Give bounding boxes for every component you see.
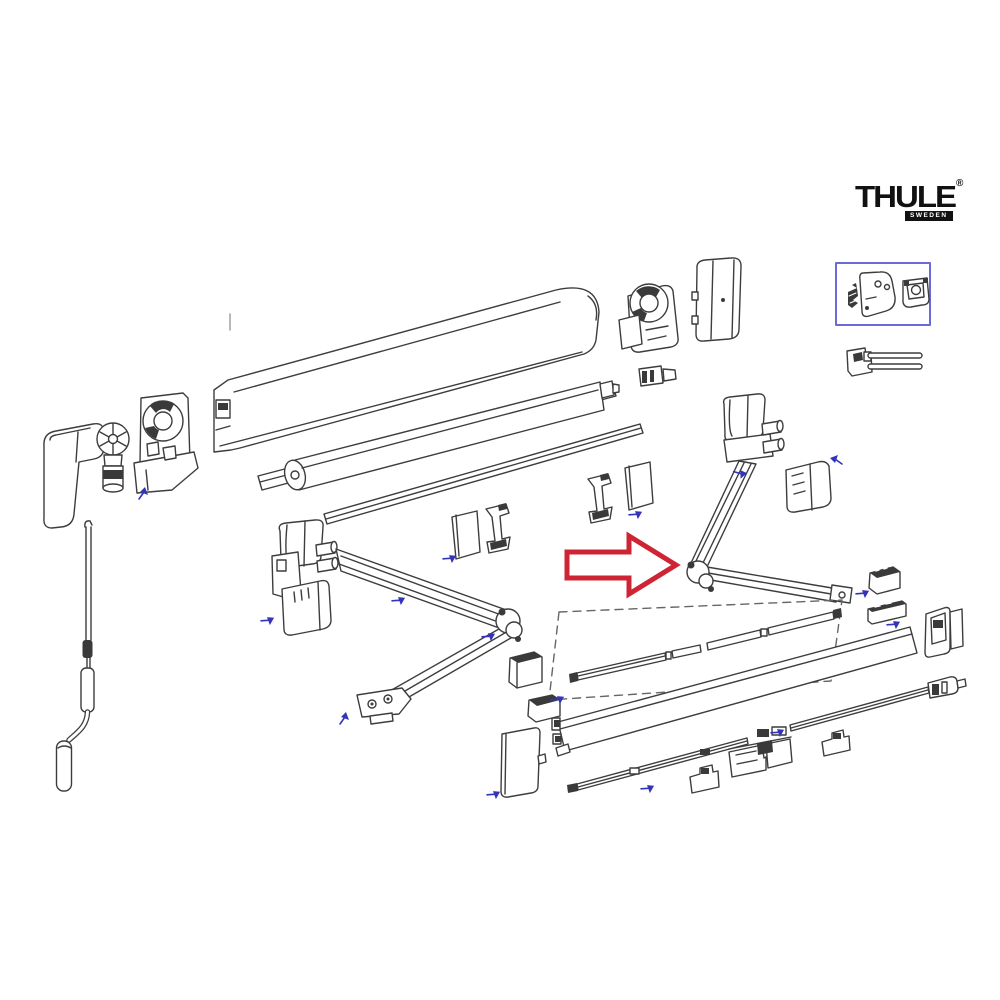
pull-rod — [567, 676, 967, 793]
arm-foot-bracket — [356, 687, 412, 725]
left-gearbox-bracket — [133, 392, 199, 494]
right-wall-bracket — [924, 606, 964, 658]
lead-rail-panel — [551, 626, 918, 757]
right-support-arm — [686, 393, 853, 604]
gear-knob — [96, 422, 130, 493]
fabric-clamp-hook — [587, 472, 613, 524]
right-gearbox — [618, 283, 679, 353]
case-top-profile — [213, 287, 600, 453]
registered-mark: ® — [956, 178, 964, 189]
crank-handle — [55, 520, 95, 792]
step-bracket — [689, 764, 720, 794]
tension-rafter-rod — [569, 644, 702, 683]
roller-tube — [283, 380, 620, 491]
end-slider — [927, 676, 967, 699]
fabric-clamp-plate — [451, 510, 481, 560]
tension-rafter-kit — [548, 599, 843, 701]
cover-plate — [500, 727, 547, 798]
left-support-arm — [271, 519, 523, 725]
thule-wordmark: THULE — [855, 179, 957, 214]
roller-spigot — [638, 365, 677, 387]
right-arm-cover — [785, 460, 832, 513]
end-slider — [867, 600, 907, 625]
thule-logo: THULE® SWEDEN — [855, 178, 985, 230]
sweden-label: SWEDEN — [905, 211, 953, 222]
slider-block — [527, 694, 561, 723]
front-flap-strip — [323, 423, 644, 525]
fabric-clamp-plate — [624, 461, 654, 511]
tension-rafter-rod — [706, 608, 842, 651]
step-bracket — [821, 729, 851, 757]
right-end-cap — [691, 257, 742, 342]
fabric-clamp-hook — [485, 502, 511, 554]
bracket-with-pins — [846, 347, 923, 377]
highlight-arrow — [564, 531, 681, 599]
left-arm-cover — [281, 579, 332, 636]
slider-block — [508, 651, 543, 689]
spare-kit-inset — [835, 262, 931, 326]
slider-block — [868, 566, 901, 595]
left-end-cap — [43, 423, 105, 529]
double-slider-bracket — [728, 736, 793, 778]
